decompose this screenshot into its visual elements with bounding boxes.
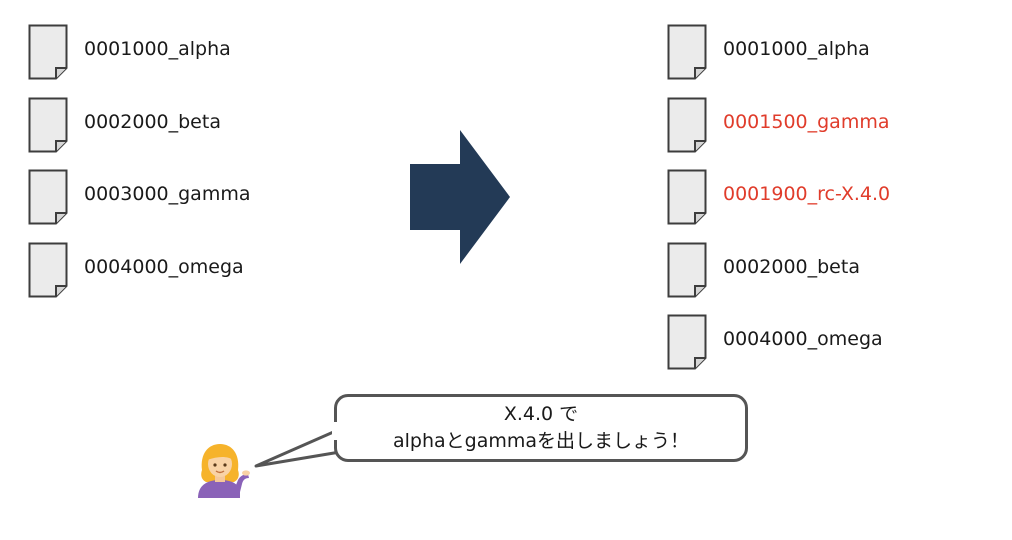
file-name: 0003000_gamma xyxy=(84,183,251,205)
document-icon xyxy=(28,169,68,225)
document-icon xyxy=(667,242,707,298)
person-tipping-hand-icon xyxy=(198,444,250,498)
speech-line-1: X.4.0 で xyxy=(503,403,579,425)
document-icon xyxy=(667,24,707,80)
file-name: 0002000_beta xyxy=(84,111,221,133)
file-name: 0002000_beta xyxy=(723,256,860,278)
speech-bubble: X.4.0 で alphaとgammaを出しましょう！ xyxy=(334,394,748,462)
file-name: 0001000_alpha xyxy=(723,38,870,60)
file-name: 0001000_alpha xyxy=(84,38,231,60)
document-icon xyxy=(667,314,707,370)
document-icon xyxy=(667,169,707,225)
document-icon xyxy=(28,97,68,153)
speech-bubble-tail-joint xyxy=(332,422,340,440)
document-icon xyxy=(28,242,68,298)
speech-line-2: alphaとgammaを出しましょう！ xyxy=(392,430,690,452)
file-name: 0001500_gamma xyxy=(723,111,890,133)
right-arrow-icon xyxy=(410,130,510,264)
file-name: 0004000_omega xyxy=(723,328,883,350)
file-name: 0004000_omega xyxy=(84,256,244,278)
document-icon xyxy=(667,97,707,153)
file-name: 0001900_rc-X.4.0 xyxy=(723,183,891,205)
document-icon xyxy=(28,24,68,80)
